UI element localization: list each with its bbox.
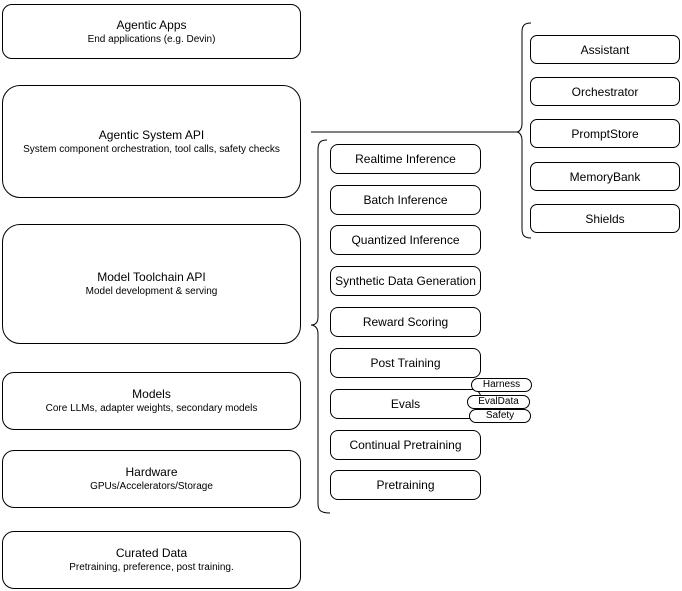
node-assistant: Assistant [530, 35, 680, 64]
system-bracket [516, 22, 532, 239]
node-subtitle: Core LLMs, adapter weights, secondary mo… [45, 403, 258, 414]
toolchain-bracket [310, 139, 331, 514]
node-title: Models [132, 387, 171, 401]
tag-safety: Safety [469, 409, 531, 423]
node-label: Assistant [580, 42, 630, 57]
node-title: Agentic System API [98, 127, 205, 142]
node-quantized-inference: Quantized Inference [330, 225, 481, 255]
node-orchestrator: Orchestrator [530, 77, 680, 106]
node-label: Reward Scoring [362, 315, 449, 329]
node-model-toolchain-api: Model Toolchain API Model development & … [2, 224, 301, 344]
node-label: MemoryBank [569, 169, 641, 184]
node-label: Quantized Inference [351, 233, 460, 247]
node-subtitle: End applications (e.g. Devin) [87, 33, 216, 45]
node-label: Orchestrator [571, 84, 639, 99]
node-label: PromptStore [571, 126, 639, 141]
node-label: Synthetic Data Generation [335, 274, 476, 288]
node-label: Post Training [370, 356, 441, 370]
node-title: Hardware [125, 465, 178, 479]
node-label: Pretraining [376, 478, 435, 492]
node-label: Continual Pretraining [349, 438, 462, 452]
node-title: Curated Data [115, 546, 188, 560]
tag-label: Safety [485, 410, 515, 421]
node-post-training: Post Training [330, 348, 481, 378]
node-subtitle: Pretraining, preference, post training. [69, 562, 234, 573]
node-subtitle: Model development & serving [85, 286, 218, 297]
node-promptstore: PromptStore [530, 119, 680, 148]
node-label: Realtime Inference [355, 152, 456, 166]
node-pretraining: Pretraining [330, 470, 481, 500]
node-title: Agentic Apps [116, 17, 187, 32]
tag-label: Harness [482, 379, 521, 390]
node-label: Batch Inference [363, 193, 448, 207]
tag-harness: Harness [471, 378, 532, 392]
node-models: Models Core LLMs, adapter weights, secon… [2, 372, 301, 430]
tag-evaldata: EvalData [467, 395, 530, 409]
node-batch-inference: Batch Inference [330, 185, 481, 215]
node-synthetic-data-generation: Synthetic Data Generation [330, 266, 481, 296]
node-subtitle: GPUs/Accelerators/Storage [90, 481, 213, 492]
node-agentic-apps: Agentic Apps End applications (e.g. Devi… [2, 4, 301, 59]
node-subtitle: System component orchestration, tool cal… [23, 143, 280, 155]
node-label: Evals [390, 397, 421, 411]
node-curated-data: Curated Data Pretraining, preference, po… [2, 531, 301, 589]
tag-label: EvalData [478, 396, 519, 407]
node-title: Model Toolchain API [97, 270, 206, 284]
node-continual-pretraining: Continual Pretraining [330, 430, 481, 460]
node-agentic-system-api: Agentic System API System component orch… [2, 85, 301, 198]
node-shields: Shields [530, 204, 680, 233]
node-memorybank: MemoryBank [530, 162, 680, 191]
node-realtime-inference: Realtime Inference [330, 144, 481, 174]
node-evals: Evals [330, 389, 481, 419]
node-hardware: Hardware GPUs/Accelerators/Storage [2, 450, 301, 508]
node-reward-scoring: Reward Scoring [330, 307, 481, 337]
node-label: Shields [585, 211, 625, 226]
